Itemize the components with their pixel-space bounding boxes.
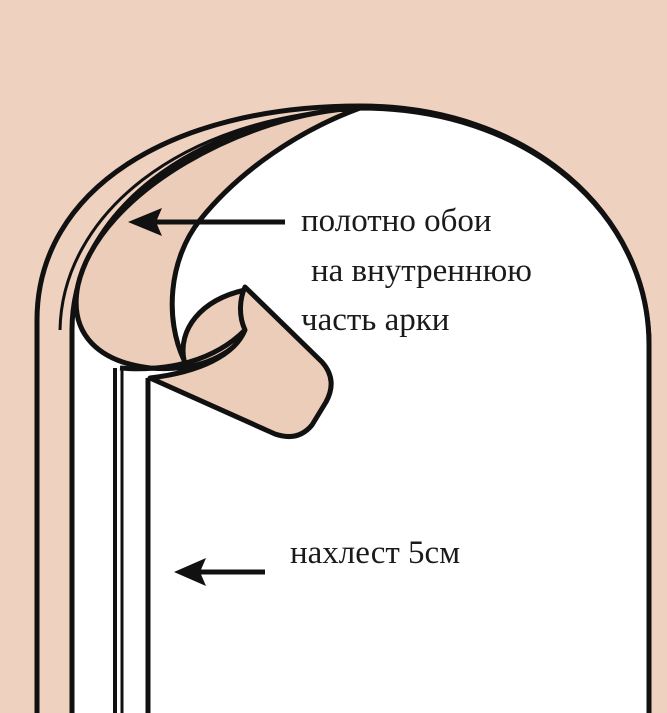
label-overlap: нахлест 5см <box>290 535 460 571</box>
curl-fold-line <box>119 328 247 372</box>
label-inner-line2: на внутреннюю <box>311 253 532 289</box>
arrow-left-icon <box>128 208 285 236</box>
label-inner-line1: полотно обои <box>301 203 492 239</box>
wallpaper-flap <box>147 284 334 439</box>
label-inner-line3: часть арки <box>301 302 449 338</box>
arrow-left-icon <box>174 558 265 586</box>
